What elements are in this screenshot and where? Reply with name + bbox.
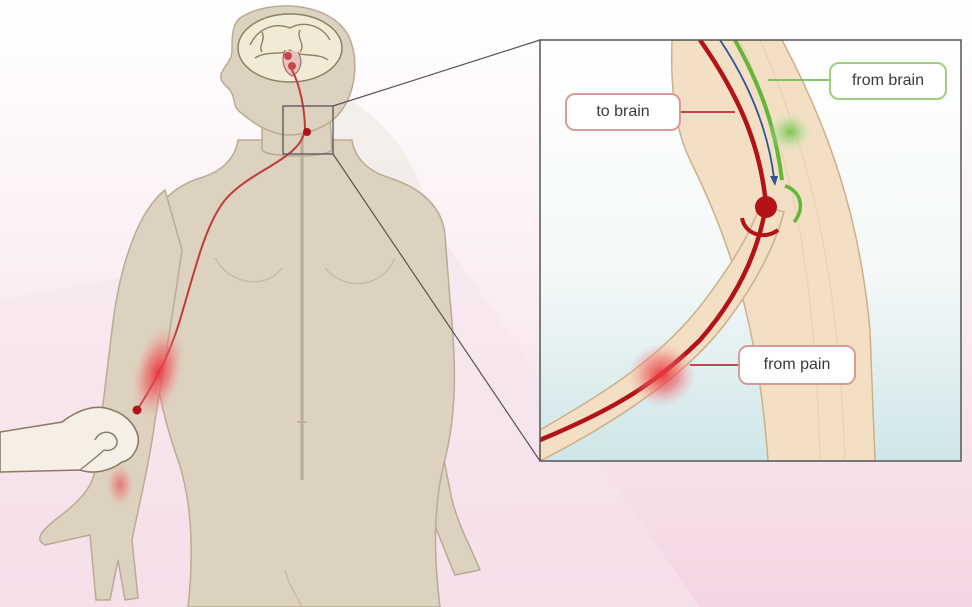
pain-origin-dot [133,406,142,415]
wrist-pain-glow [106,463,134,507]
from-pain-label: from pain [738,345,856,385]
brain-icon [238,14,342,82]
to-brain-label: to brain [565,93,681,131]
spinal-synapse-dot [303,128,311,136]
inset-pain-glow [628,343,696,407]
from-brain-label: from brain [829,62,947,100]
brain-signal-glow [768,112,812,152]
